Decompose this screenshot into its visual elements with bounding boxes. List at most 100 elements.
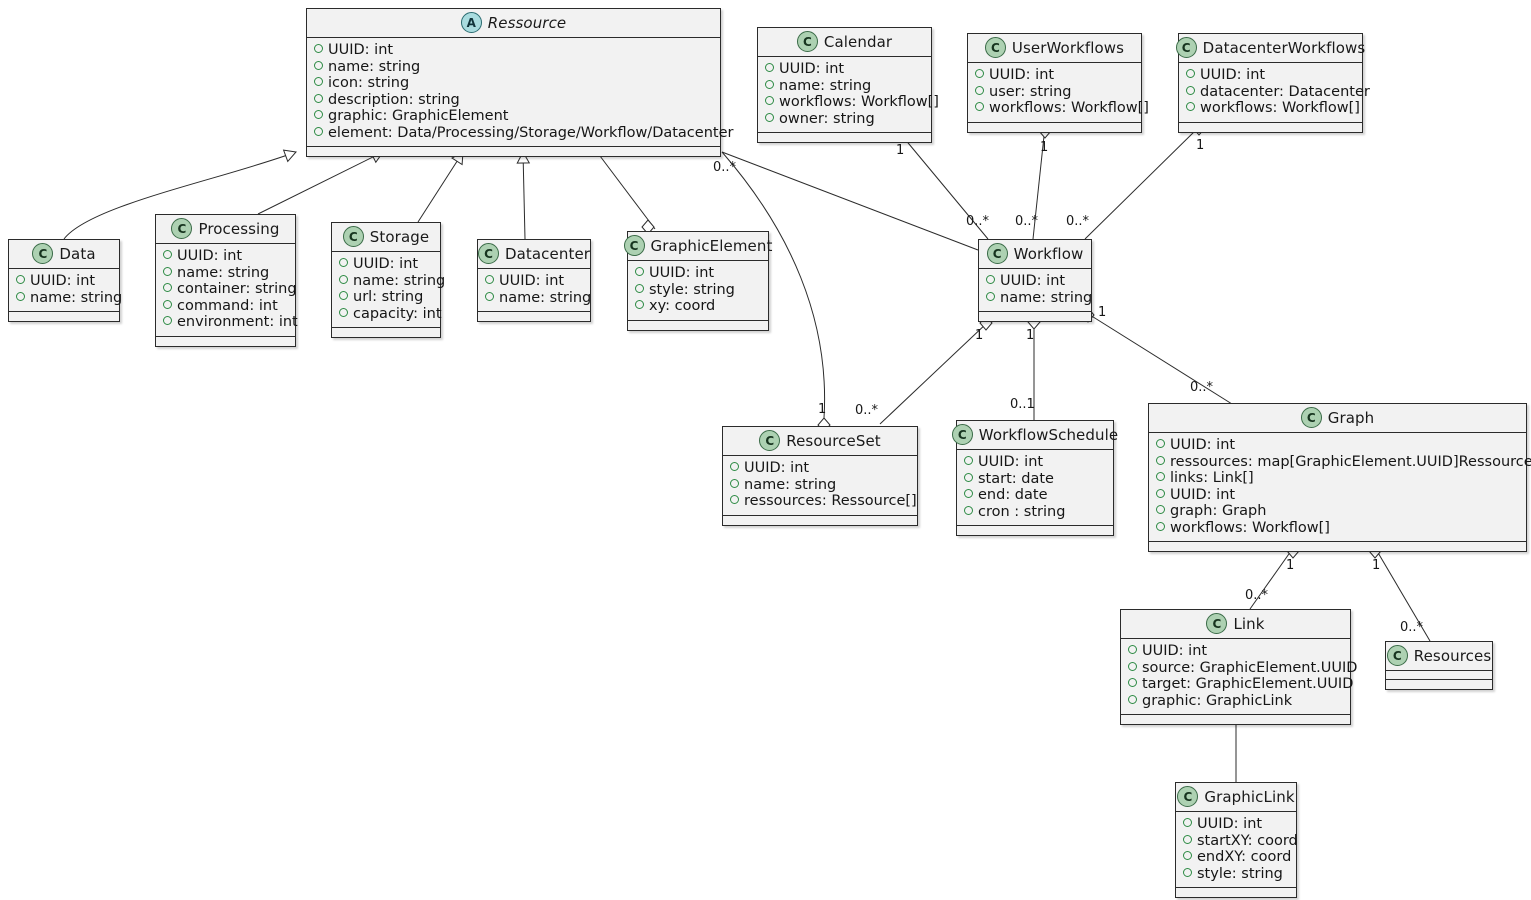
edge-storage-ressource xyxy=(417,151,464,223)
attribute-row: name: string xyxy=(314,59,714,76)
attribute-label: capacity: int xyxy=(353,305,442,322)
attribute-row: UUID: int xyxy=(975,67,1135,84)
class-title-processing: Processing xyxy=(198,219,280,238)
attribute-row: ressources: map[GraphicElement.UUID]Ress… xyxy=(1156,454,1531,471)
visibility-public-icon xyxy=(1156,472,1165,481)
attribute-row: UUID: int xyxy=(986,273,1085,290)
attribute-row: workflows: Workflow[] xyxy=(975,100,1149,117)
class-methods-graphiclink xyxy=(1176,888,1296,897)
visibility-public-icon xyxy=(16,275,25,284)
multiplicity-label: 0..1 xyxy=(1010,397,1035,412)
attribute-label: ressources: map[GraphicElement.UUID]Ress… xyxy=(1170,453,1531,470)
class-icon: C xyxy=(171,218,193,239)
attribute-row: name: string xyxy=(485,290,591,307)
attribute-row: style: string xyxy=(1183,866,1290,883)
multiplicity-label: 0..* xyxy=(713,160,737,175)
class-header-datacenterworkflows: C DatacenterWorkflows xyxy=(1175,34,1365,63)
attribute-row: name: string xyxy=(16,290,122,307)
attribute-row: capacity: int xyxy=(339,306,442,323)
visibility-public-icon xyxy=(635,267,644,276)
visibility-public-icon xyxy=(1183,818,1192,827)
visibility-public-icon xyxy=(314,110,323,119)
attribute-label: workflows: Workflow[] xyxy=(779,94,939,110)
attribute-label: UUID: int xyxy=(1197,816,1263,832)
attribute-label: name: string xyxy=(1000,289,1093,306)
visibility-public-icon xyxy=(765,112,774,122)
attribute-label: UUID: int xyxy=(744,460,810,476)
attribute-label: ressources: Ressource[] xyxy=(744,493,917,509)
class-methods-resourceset xyxy=(723,515,917,525)
attribute-label: UUID: int xyxy=(1142,643,1208,659)
attribute-label: workflows: Workflow[] xyxy=(1170,519,1330,536)
visibility-public-icon xyxy=(730,495,739,504)
attribute-row: description: string xyxy=(314,92,714,109)
attribute-label: UUID: int xyxy=(353,256,419,272)
class-icon: C xyxy=(796,31,818,52)
attribute-label: UUID: int xyxy=(779,61,845,77)
visibility-public-icon xyxy=(1186,69,1195,78)
class-title-graphiclink: GraphicLink xyxy=(1204,787,1295,806)
class-methods-datacenter xyxy=(478,312,590,321)
visibility-public-icon xyxy=(964,505,973,515)
abstract-class-icon: A xyxy=(460,12,482,33)
visibility-public-icon xyxy=(986,275,995,284)
class-title-storage: Storage xyxy=(369,227,430,246)
attribute-label: style: string xyxy=(1197,865,1283,882)
class-icon: C xyxy=(1175,37,1197,58)
attribute-row: graphic: GraphicLink xyxy=(1128,693,1344,710)
class-title-datacenterworkflows: DatacenterWorkflows xyxy=(1202,38,1366,57)
class-title-datacenter: Datacenter xyxy=(504,244,591,263)
multiplicity-label: 1 xyxy=(1196,138,1205,153)
multiplicity-label: 1 xyxy=(1372,558,1381,573)
attribute-row: element: Data/Processing/Storage/Workflo… xyxy=(314,125,733,142)
visibility-public-icon xyxy=(314,93,323,103)
attribute-row: container: string xyxy=(163,281,297,298)
visibility-public-icon xyxy=(964,472,973,482)
attribute-label: end: date xyxy=(978,487,1048,503)
attribute-row: url: string xyxy=(339,289,434,306)
attribute-label: name: string xyxy=(744,476,837,493)
class-methods-workflow xyxy=(979,312,1091,321)
attribute-label: UUID: int xyxy=(1000,273,1066,289)
visibility-public-icon xyxy=(1128,678,1137,687)
attribute-label: UUID: int xyxy=(1170,486,1236,503)
multiplicity-label: 0..* xyxy=(1190,380,1214,395)
attribute-row: UUID: int xyxy=(730,460,911,477)
class-title-workflow: Workflow xyxy=(1013,244,1084,263)
attribute-label: url: string xyxy=(353,289,424,305)
attribute-row: UUID: int xyxy=(1156,487,1520,504)
attribute-row: UUID: int xyxy=(635,265,762,282)
attribute-label: element: Data/Processing/Storage/Workflo… xyxy=(328,124,734,141)
attribute-row: UUID: int xyxy=(1128,643,1344,660)
visibility-public-icon xyxy=(1128,661,1137,671)
visibility-public-icon xyxy=(314,77,323,86)
attribute-row: end: date xyxy=(964,487,1107,504)
attribute-row: user: string xyxy=(975,84,1135,101)
class-icon: C xyxy=(623,235,645,256)
attribute-label: xy: coord xyxy=(649,298,716,314)
